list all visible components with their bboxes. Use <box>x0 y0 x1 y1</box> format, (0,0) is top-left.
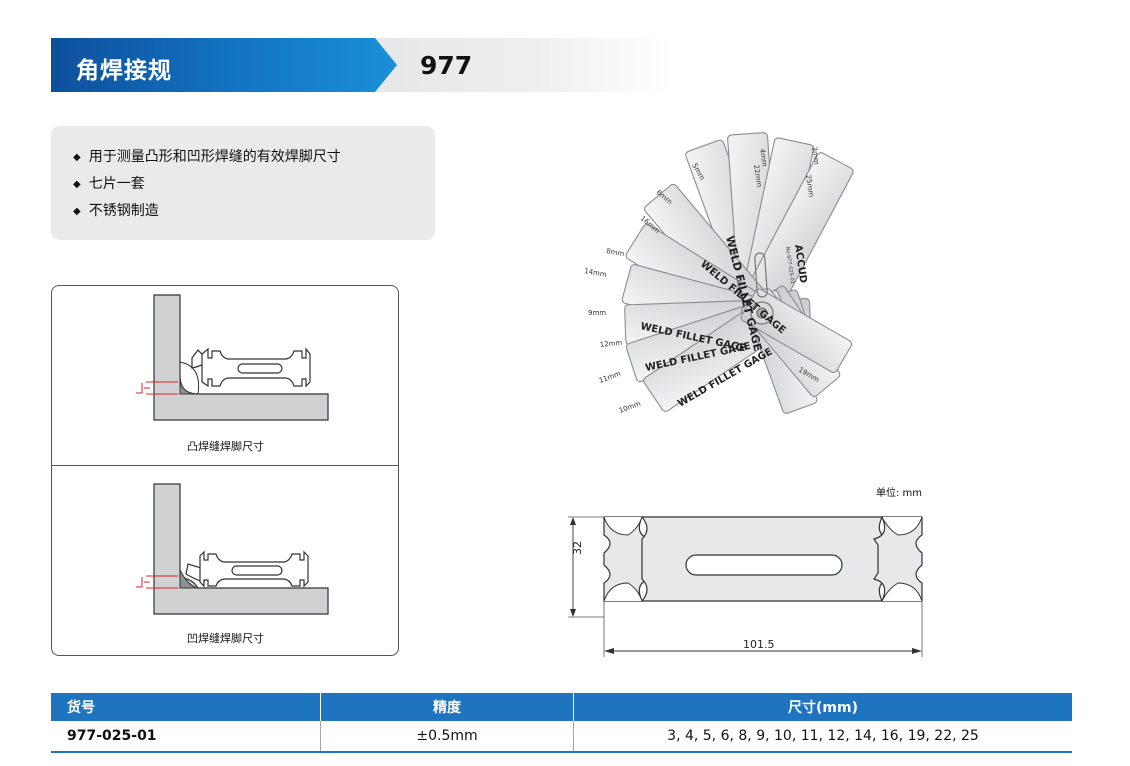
table-header-row: 货号 精度 尺寸(mm) <box>51 693 1072 721</box>
dimension-drawing <box>568 516 923 657</box>
concave-weld-illustration <box>136 483 329 615</box>
gauge-product-photo: ACCUD No.977-025-01 Stainless WELD FILLE… <box>584 132 854 415</box>
feature-list-box: ◆用于测量凸形和凹形焊缝的有效焊脚尺寸 ◆七片一套 ◆不锈钢制造 <box>51 126 435 240</box>
unit-label: 单位: mm <box>876 488 923 499</box>
feature-item: ◆不锈钢制造 <box>73 198 435 225</box>
diamond-bullet-icon: ◆ <box>73 152 81 163</box>
size-label: 25mm <box>804 174 815 198</box>
length-dimension: 101.5 <box>743 638 775 651</box>
model-banner <box>372 38 672 92</box>
size-label: 4mm <box>758 148 768 167</box>
page-title: 角焊接规 <box>76 58 172 84</box>
size-label: 9mm <box>588 309 606 317</box>
cell-part-number: 977-025-01 <box>51 721 321 753</box>
size-label: 11mm <box>598 370 622 385</box>
model-no-text: No.977-025-01 <box>784 246 795 284</box>
convex-caption: 凸焊缝焊脚尺寸 <box>187 440 264 453</box>
model-number: 977 <box>420 51 473 80</box>
brand-text: ACCUD <box>792 244 808 284</box>
panel-divider <box>52 465 398 466</box>
feature-list: ◆用于测量凸形和凹形焊缝的有效焊脚尺寸 ◆七片一套 ◆不锈钢制造 <box>51 126 435 225</box>
concave-caption: 凹焊缝焊脚尺寸 <box>187 632 264 645</box>
cell-sizes: 3, 4, 5, 6, 8, 9, 10, 11, 12, 14, 16, 19… <box>573 721 1072 753</box>
header-sizes: 尺寸(mm) <box>573 693 1072 721</box>
illustration-panels <box>51 285 399 656</box>
spec-table: 货号 精度 尺寸(mm) 977-025-01 ±0.5mm 3, 4, 5, … <box>51 693 1072 753</box>
table-row: 977-025-01 ±0.5mm 3, 4, 5, 6, 8, 9, 10, … <box>51 721 1072 753</box>
height-dimension: 32 <box>571 541 584 555</box>
material-text: Stainless <box>734 274 743 297</box>
cell-accuracy: ±0.5mm <box>320 721 574 753</box>
size-label: 12mm <box>599 339 622 349</box>
title-banner <box>51 38 397 92</box>
header-accuracy: 精度 <box>320 693 574 721</box>
size-label: 8mm <box>606 247 625 258</box>
diamond-bullet-icon: ◆ <box>73 179 81 190</box>
feature-item: ◆用于测量凸形和凹形焊缝的有效焊脚尺寸 <box>73 144 435 171</box>
diamond-bullet-icon: ◆ <box>73 206 81 217</box>
size-label: 10mm <box>618 400 642 415</box>
feature-item: ◆七片一套 <box>73 171 435 198</box>
size-label: 3mm <box>810 146 820 165</box>
size-label: 22mm <box>752 164 763 188</box>
convex-weld-illustration <box>136 294 329 421</box>
header-part-number: 货号 <box>51 693 321 721</box>
size-label: 14mm <box>584 267 608 279</box>
